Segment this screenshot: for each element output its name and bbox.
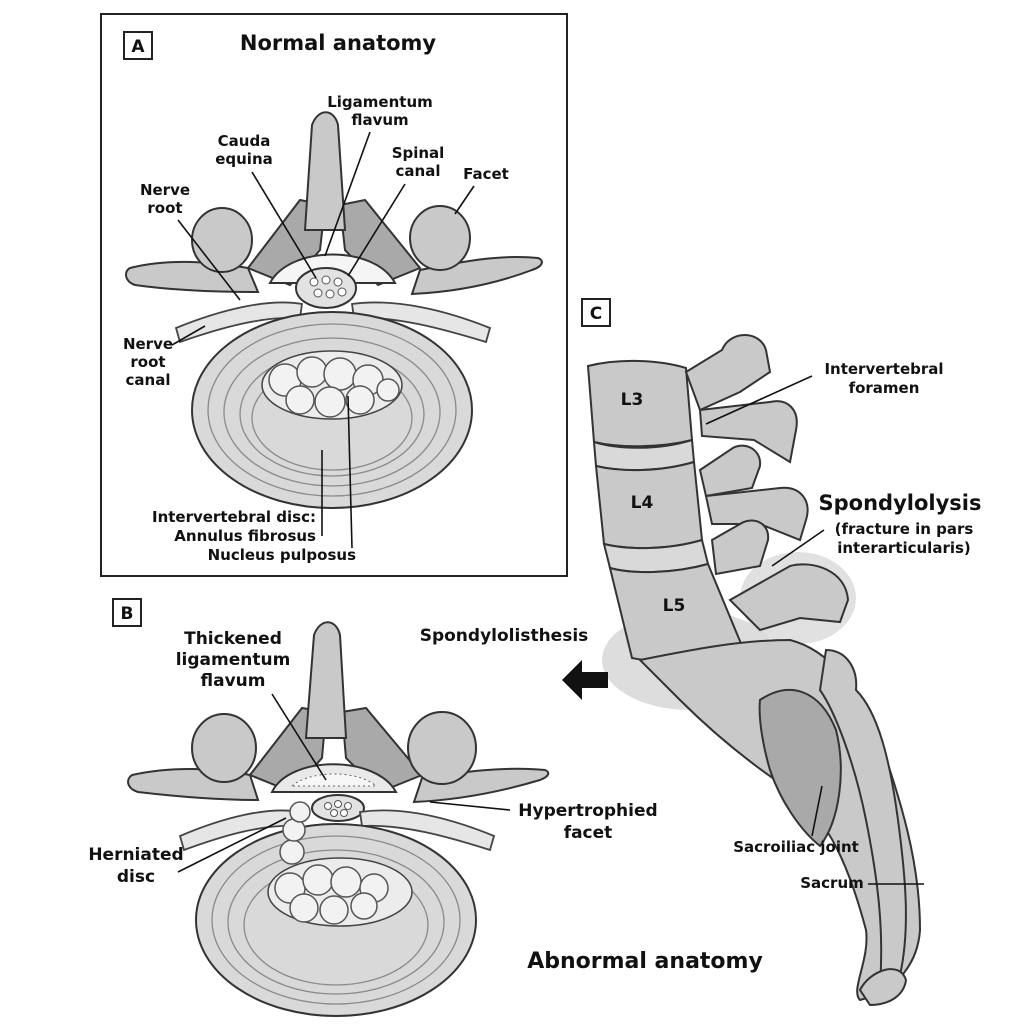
panel-a-badge: A (123, 31, 153, 60)
leader-sacroiliac-joint (811, 785, 823, 837)
label-hypertrophied-line2: facet (564, 823, 613, 843)
label-hypertrophied-line1: Hypertrophied (518, 801, 657, 821)
vertebra-label-l4: L4 (631, 493, 654, 513)
leader-nerve-root-canal (171, 325, 206, 346)
label-cauda-equina-line1: Cauda (218, 132, 271, 150)
panel-c-badge: C (581, 298, 611, 327)
label-spondylolysis: Spondylolysis (819, 491, 982, 515)
label-herniated-line2: disc (117, 867, 155, 887)
label-spinal-canal-line2: canal (396, 162, 441, 180)
label-intervertebral-disc: Intervertebral disc: (152, 508, 316, 526)
leader-hypertrophied-facet (429, 801, 511, 811)
label-cauda-equina-line2: equina (215, 150, 273, 168)
leader-spondylolysis (771, 529, 825, 567)
label-sacroiliac-joint: Sacroiliac joint (733, 838, 859, 856)
label-foramen-line1: Intervertebral (824, 360, 943, 378)
label-annulus-fibrosus: Annulus fibrosus (174, 527, 316, 545)
leader-ligamentum-flavum (324, 131, 371, 257)
vertebra-label-l3: L3 (621, 390, 644, 410)
panel-b-letter: B (121, 604, 134, 624)
leader-nucleus-pulposus (347, 395, 353, 549)
label-herniated-line1: Herniated (88, 845, 183, 865)
normal-vertebra-illustration (125, 111, 543, 509)
label-ligamentum-flavum-line1: Ligamentum (327, 93, 433, 111)
abnormal-vertebra-illustration (127, 621, 550, 1017)
label-thickened-line2: ligamentum (176, 650, 291, 670)
label-nerve-root-canal-line1: Nerve (123, 335, 173, 353)
label-nerve-root-line2: root (147, 199, 182, 217)
spondylolisthesis-arrow-icon (562, 660, 608, 700)
label-facet: Facet (463, 165, 509, 183)
label-nerve-root-canal-line3: canal (126, 371, 171, 389)
label-nerve-root-line1: Nerve (140, 181, 190, 199)
leader-facet (454, 185, 475, 215)
panel-c-letter: C (590, 304, 602, 324)
label-thickened-line3: flavum (201, 671, 266, 691)
panel-a: A Normal anatomy (100, 13, 568, 577)
label-spinal-canal-line1: Spinal (392, 144, 445, 162)
label-nerve-root-canal-line2: root (130, 353, 165, 371)
panel-b: B (88, 598, 763, 1017)
label-sacrum: Sacrum (800, 874, 864, 892)
label-thickened-line1: Thickened (184, 629, 282, 649)
lumbar-sacral-spine-illustration (586, 334, 922, 1007)
leader-nerve-root (177, 219, 241, 301)
abnormal-anatomy-caption: Abnormal anatomy (527, 949, 763, 974)
leader-cauda-equina (251, 171, 317, 279)
label-spondylolisthesis: Spondylolisthesis (420, 626, 589, 646)
label-spondylolysis-note-line1: (fracture in pars (835, 520, 974, 538)
vertebra-label-l5: L5 (663, 596, 686, 616)
panel-a-letter: A (131, 37, 145, 57)
label-ligamentum-flavum-line2: flavum (351, 111, 408, 129)
panel-b-badge: B (112, 598, 142, 627)
leader-thickened-ligamentum (271, 693, 327, 781)
label-spondylolysis-note-line2: interarticularis) (837, 539, 971, 557)
panel-a-title: Normal anatomy (240, 31, 437, 55)
label-foramen-line2: foramen (849, 379, 920, 397)
leader-herniated-disc (177, 817, 287, 873)
leader-intervertebral-foramen (705, 375, 813, 425)
label-nucleus-pulposus: Nucleus pulposus (208, 546, 356, 564)
panel-c: C L3 (420, 298, 982, 1007)
leader-spinal-canal (347, 183, 406, 277)
